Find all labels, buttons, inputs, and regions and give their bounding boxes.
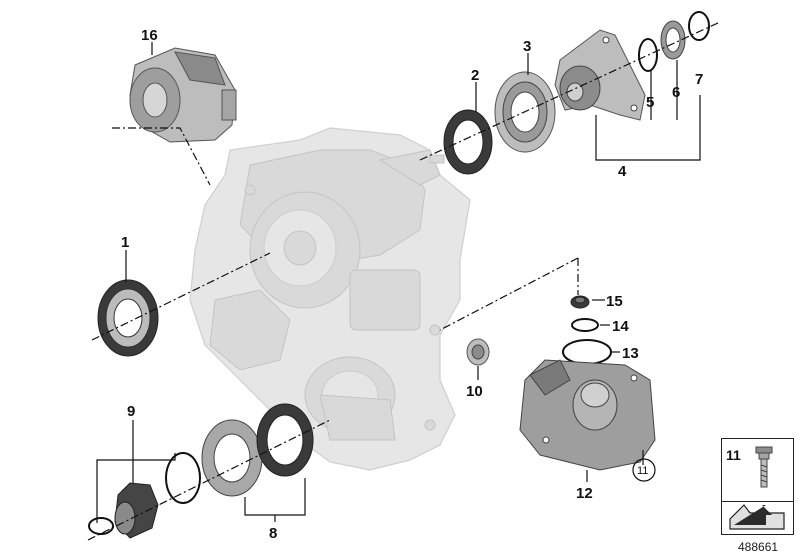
part-15-plug	[570, 295, 590, 309]
part-12-actuator	[519, 359, 656, 471]
legend-number: 11	[726, 447, 741, 463]
callout-3: 3	[523, 38, 531, 55]
callout-8: 8	[269, 525, 277, 542]
document-id: 488661	[738, 540, 779, 554]
part-10-screw-plug	[466, 338, 490, 366]
callout-4: 4	[618, 163, 627, 180]
callout-7: 7	[695, 71, 703, 88]
callout-9: 9	[127, 403, 135, 420]
part-1-shaft-seal	[97, 279, 159, 357]
part-16-coupling	[129, 47, 237, 143]
callout-14: 14	[612, 318, 629, 335]
assembly-axis-lines	[87, 21, 721, 541]
leader-lines	[96, 42, 701, 523]
transfer-case-housing	[189, 127, 471, 471]
part-5-ring	[638, 38, 658, 72]
callout-15: 15	[606, 293, 623, 310]
part-7-ring	[688, 11, 710, 41]
part-6-washer	[660, 20, 686, 60]
callout-11-circle	[632, 458, 656, 482]
part-14-o-ring	[571, 318, 599, 332]
legend-divider	[722, 501, 793, 502]
callout-12: 12	[576, 485, 593, 502]
callout-11-circled: 11	[637, 465, 648, 477]
bolt-icon	[729, 446, 785, 530]
part-4-flange	[554, 29, 646, 121]
legend-part-11: 11	[721, 438, 794, 535]
callout-10: 10	[466, 383, 483, 400]
part-2-shaft-seal	[443, 109, 493, 175]
callout-6: 6	[672, 84, 680, 101]
part-8-seal-set	[201, 403, 314, 497]
callout-16: 16	[141, 27, 158, 44]
callout-5: 5	[646, 94, 654, 111]
part-9-bellows-set	[88, 452, 201, 539]
callout-1: 1	[121, 234, 129, 251]
part-13-o-ring	[562, 339, 612, 365]
callout-13: 13	[622, 345, 639, 362]
callout-2: 2	[471, 67, 479, 84]
